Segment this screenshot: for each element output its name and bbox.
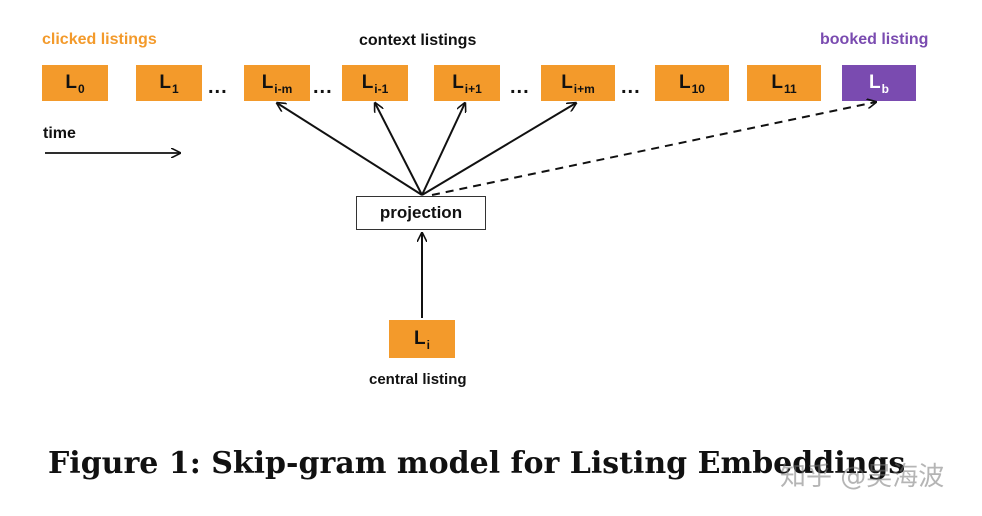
arrow-to-l-i-plus-1 <box>421 103 465 196</box>
ellipsis-3: ... <box>510 76 530 98</box>
ellipsis-2: ... <box>313 76 333 98</box>
time-label: time <box>43 125 76 142</box>
watermark: 知乎 @吴海波 <box>780 462 945 492</box>
clicked-listings-label: clicked listings <box>42 31 157 48</box>
arrow-to-l-i-minus-m <box>277 103 423 196</box>
context-listings-label: context listings <box>359 32 477 49</box>
booked-listing-label: booked listing <box>820 31 929 48</box>
arrow-to-l-i-plus-m <box>421 103 576 196</box>
figure-caption: Figure 1: Skip-gram model for Listing Em… <box>48 446 906 481</box>
ellipsis-1: ... <box>208 76 228 98</box>
projection-box: projection <box>356 196 486 230</box>
central-listing-label: central listing <box>369 371 467 388</box>
arrow-to-l-i-minus-1 <box>375 103 423 196</box>
ellipsis-4: ... <box>621 76 641 98</box>
arrow-to-booked-dashed <box>431 102 876 196</box>
